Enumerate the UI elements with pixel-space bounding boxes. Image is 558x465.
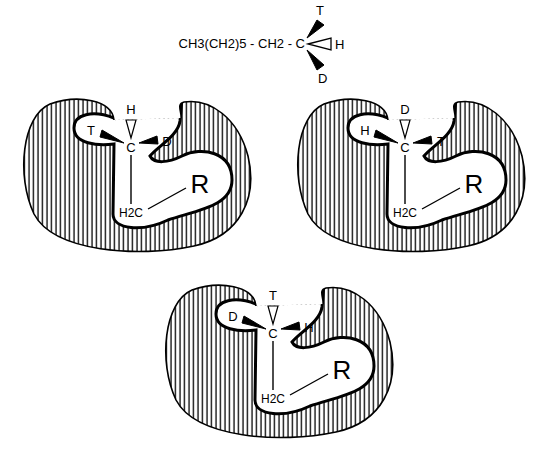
carbon-label: C <box>268 327 277 340</box>
atom-label: T <box>437 135 445 148</box>
atom-label: T <box>269 289 277 302</box>
enzyme-site: T D H C H2C R <box>160 282 400 447</box>
carbon-label: C <box>400 141 409 154</box>
enzyme-outline <box>292 96 532 261</box>
enzyme-site: H T D C H2C R <box>18 96 258 261</box>
open-wedge <box>308 38 331 50</box>
residue-label: R <box>333 357 352 383</box>
enzyme-site: D H T C H2C R <box>292 96 532 261</box>
atom-label: H <box>335 38 344 51</box>
residue-label: R <box>465 171 484 197</box>
atom-label: D <box>318 72 327 85</box>
enzyme-outline <box>160 282 400 447</box>
atom-label: D <box>400 103 409 116</box>
methylene-label: H2C <box>119 207 143 219</box>
methylene-label: H2C <box>261 393 285 405</box>
atom-label: D <box>162 135 171 148</box>
formula: CH3(CH2)5 - CH2 - C <box>179 37 305 50</box>
atom-label: H <box>126 103 135 116</box>
atom-label: T <box>87 124 95 137</box>
residue-label: R <box>191 171 210 197</box>
atom-label: D <box>228 310 237 323</box>
enzyme-outline <box>18 96 258 261</box>
carbon-label: C <box>126 141 135 154</box>
atom-label: T <box>316 4 324 17</box>
methylene-label: H2C <box>393 207 417 219</box>
solid-wedge <box>307 20 324 38</box>
solid-wedge <box>307 50 324 70</box>
atom-label: H <box>304 321 313 334</box>
atom-label: H <box>360 124 369 137</box>
